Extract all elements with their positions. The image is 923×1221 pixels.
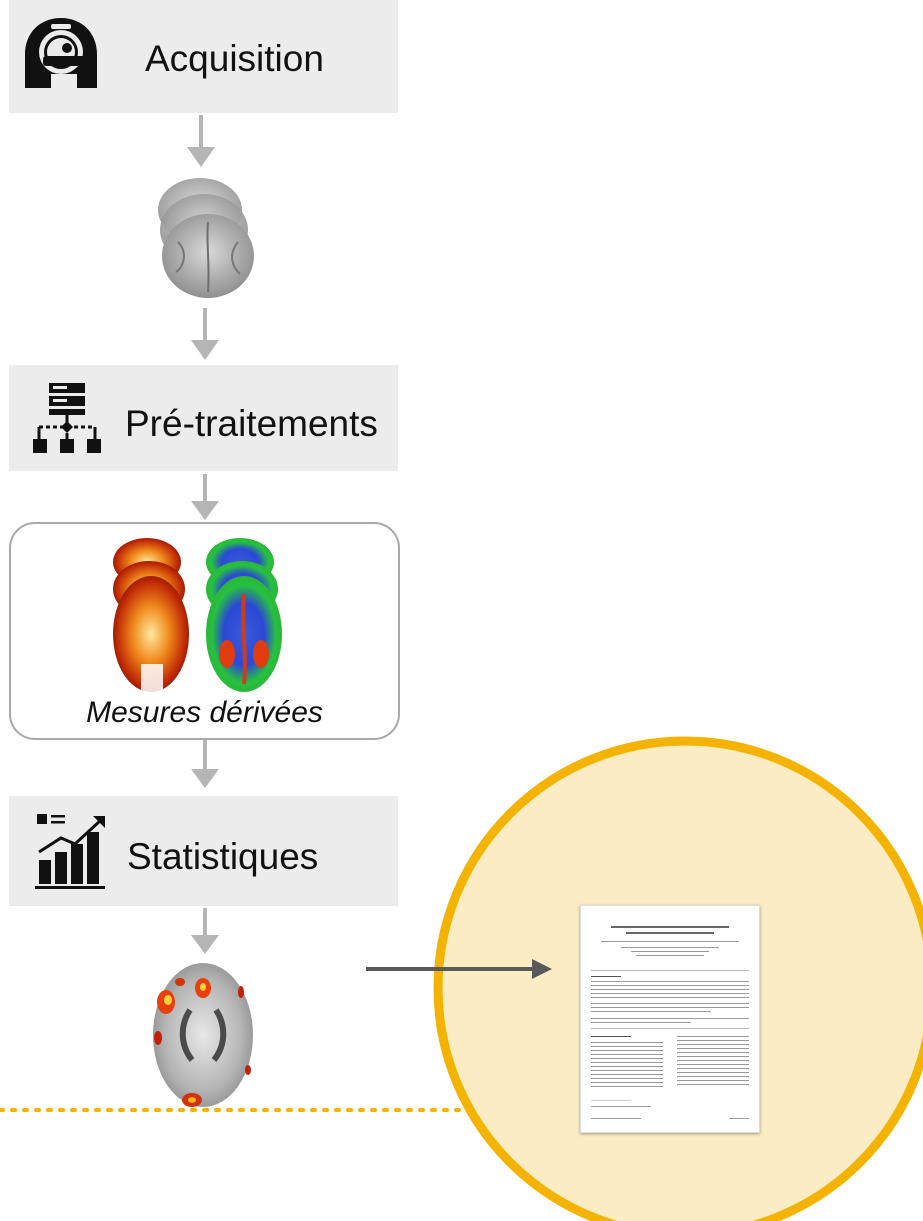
flow-arrow-5 [191,908,219,954]
bar-chart-trend-icon [35,814,105,889]
perfusion-maps-image [113,538,282,692]
statistics-label: Statistiques [127,836,319,877]
stage-acquisition-box: Acquisition [9,0,398,113]
stage-statistics-box: Statistiques [9,796,398,906]
derived-measures-label: Mesures dérivées [86,696,323,729]
raw-brain-scan-image [158,178,254,298]
flow-arrow-2 [191,308,219,360]
flow-arrow-4 [191,740,219,788]
stage-derived-measures-box: Mesures dérivées [9,522,400,740]
paper-thumbnail [580,905,760,1133]
flow-arrow-1 [187,115,215,167]
stage-preprocessing-box: Pré-traitements [9,365,398,471]
arrow-to-paper [366,959,552,979]
preprocessing-label: Pré-traitements [125,403,378,444]
acquisition-label: Acquisition [145,38,324,79]
mri-scanner-icon [25,18,97,88]
flow-arrow-3 [191,474,219,520]
server-flowchart-icon [33,383,101,453]
statistical-brain-map-image [153,963,253,1107]
